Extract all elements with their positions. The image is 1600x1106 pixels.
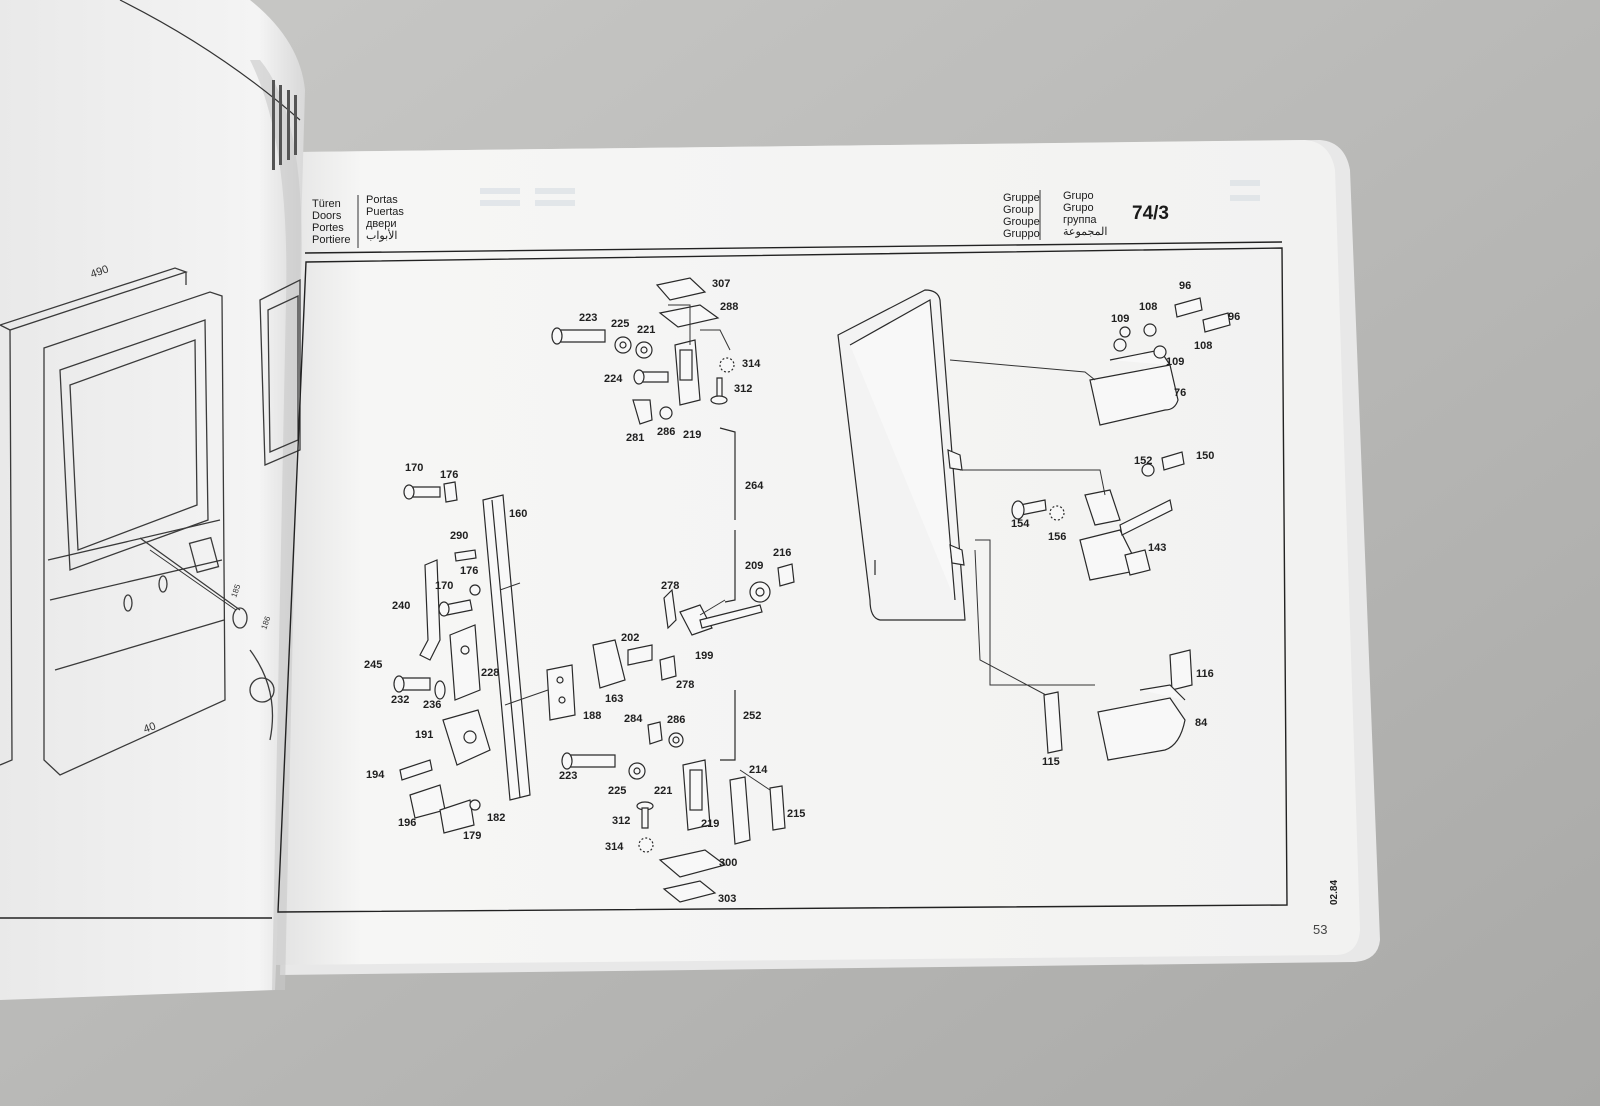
parts-drawing	[393, 277, 1231, 903]
callout: 219	[683, 429, 702, 441]
callout: 286	[657, 426, 676, 438]
callout: 225	[608, 785, 627, 797]
callout: 170	[405, 462, 424, 474]
title-ru: двери	[366, 218, 397, 230]
group-pt: Grupo	[1063, 190, 1094, 202]
date-code: 02.84	[1329, 879, 1340, 905]
callout: 240	[392, 600, 411, 612]
callout: 154	[1011, 518, 1030, 530]
callout: 312	[612, 815, 631, 827]
callout: 202	[621, 632, 640, 644]
callout: 219	[701, 818, 720, 830]
callout: 84	[1195, 717, 1208, 729]
callout: 96	[1228, 311, 1241, 323]
group-col1: Gruppe Group Groupe Gruppo	[1003, 192, 1040, 240]
callout: 312	[734, 383, 753, 395]
callout: 281	[626, 432, 645, 444]
group-en: Group	[1003, 204, 1034, 216]
callout: 252	[743, 710, 762, 722]
title-it: Portiere	[312, 234, 351, 246]
callout: 307	[712, 278, 731, 290]
callout: 150	[1196, 450, 1215, 462]
callout: 221	[654, 785, 673, 797]
svg-text:185: 185	[229, 583, 242, 599]
callout: 116	[1196, 668, 1214, 680]
title-fr: Portes	[312, 222, 344, 234]
group-es: Grupo	[1063, 202, 1094, 214]
callout: 245	[364, 659, 383, 671]
title-en: Doors	[312, 210, 342, 222]
group-ar: المجموعة	[1063, 226, 1108, 238]
title-col2: Portas Puertas двери الأبواب	[366, 194, 404, 242]
callout: 278	[661, 580, 680, 592]
callout: 96	[1179, 280, 1192, 292]
callout: 115	[1042, 756, 1060, 768]
left-door-drawing	[0, 267, 301, 776]
group-number: 74/3	[1132, 203, 1169, 224]
callout: 170	[435, 580, 454, 592]
callout: 194	[366, 769, 385, 781]
callout: 224	[604, 373, 623, 385]
callout: 215	[787, 808, 806, 820]
right-page	[275, 140, 1360, 965]
callout: 176	[460, 565, 479, 577]
title-es: Puertas	[366, 206, 404, 218]
callout: 108	[1194, 340, 1213, 352]
svg-text:40: 40	[142, 720, 158, 735]
left-page	[0, 0, 305, 1000]
callout: 209	[745, 560, 764, 572]
callout: 288	[720, 301, 739, 313]
callout: 228	[481, 667, 500, 679]
callout: 225	[611, 318, 630, 330]
callout: 286	[667, 714, 686, 726]
title-col1: Türen Doors Portes Portiere	[312, 198, 351, 246]
title-ar: الأبواب	[366, 230, 398, 242]
group-fr: Groupe	[1003, 216, 1040, 228]
group-ru: группа	[1063, 214, 1097, 226]
callout: 300	[719, 857, 738, 869]
group-de: Gruppe	[1003, 192, 1040, 204]
callout: 236	[423, 699, 442, 711]
group-col2: Grupo Grupo группа المجموعة	[1063, 190, 1107, 238]
group-it: Gruppo	[1003, 228, 1040, 240]
callout: 191	[415, 729, 434, 741]
callout: 290	[450, 530, 469, 542]
callout: 152	[1134, 455, 1153, 467]
callout: 109	[1166, 356, 1185, 368]
diagram-frame	[277, 247, 1288, 913]
callout: 278	[676, 679, 695, 691]
callout: 109	[1111, 313, 1130, 325]
callout: 143	[1148, 542, 1167, 554]
callout: 223	[579, 312, 598, 324]
callout: 182	[487, 812, 506, 824]
callout: 76	[1174, 387, 1187, 399]
svg-text:186: 186	[259, 615, 272, 631]
title-pt: Portas	[366, 194, 398, 206]
svg-text:490: 490	[89, 263, 110, 281]
callout: 232	[391, 694, 410, 706]
callout: 303	[718, 893, 737, 905]
callout: 223	[559, 770, 578, 782]
callout: 199	[695, 650, 714, 662]
callout: 284	[624, 713, 643, 725]
callout: 160	[509, 508, 528, 520]
callout: 163	[605, 693, 624, 705]
callout: 214	[749, 764, 768, 776]
callout: 176	[440, 469, 459, 481]
callout: 179	[463, 830, 482, 842]
callout: 108	[1139, 301, 1158, 313]
callout: 264	[745, 480, 764, 492]
callout: 221	[637, 324, 656, 336]
callout: 314	[605, 841, 624, 853]
callout: 188	[583, 710, 602, 722]
callout: 156	[1048, 531, 1067, 543]
callout: 216	[773, 547, 792, 559]
callout: 196	[398, 817, 417, 829]
page-number: 53	[1313, 922, 1328, 937]
callout: 314	[742, 358, 761, 370]
title-de: Türen	[312, 198, 341, 210]
